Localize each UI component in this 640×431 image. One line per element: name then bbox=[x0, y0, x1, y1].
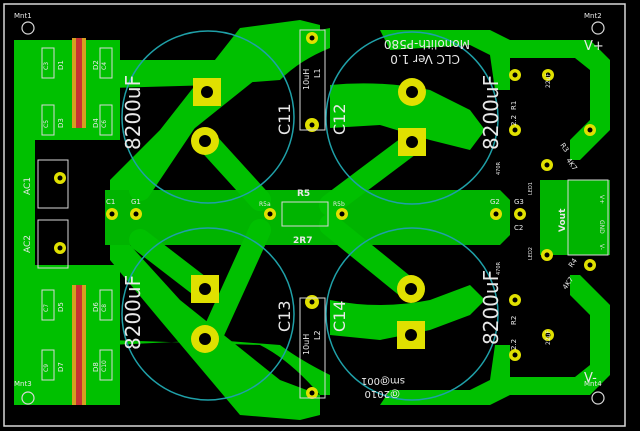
vminus-label: V- bbox=[584, 371, 597, 386]
board-year: @2010 bbox=[365, 388, 400, 399]
cap-pin-numbers: 1 2 2 1 1 2 2 1 bbox=[201, 89, 416, 347]
g2-label: G2 bbox=[490, 198, 500, 206]
board-subtitle: CLC Ver 1.0 bbox=[390, 52, 460, 66]
l1-label: L1 bbox=[313, 68, 322, 78]
c13-pin2: 2 bbox=[201, 336, 208, 347]
r1-label: R1 bbox=[510, 101, 518, 110]
vp-pin-label: V+ bbox=[598, 195, 605, 204]
gnd-pin-label: GND bbox=[598, 220, 605, 234]
d7-label: D7 bbox=[57, 362, 65, 372]
r5b-label: R5b bbox=[333, 201, 345, 208]
c2-label: C2 bbox=[514, 224, 523, 232]
c8-label: C8 bbox=[101, 304, 108, 312]
d8-label: D8 bbox=[92, 362, 100, 372]
c9-label: C9 bbox=[43, 364, 50, 372]
c13-label: C13 bbox=[275, 300, 294, 332]
c12-label: C12 bbox=[330, 103, 349, 135]
d4-label: D4 bbox=[92, 118, 100, 128]
small-pad-holes bbox=[57, 35, 593, 396]
c14-label: C14 bbox=[330, 300, 349, 332]
mnt4-label: Mnt4 bbox=[584, 380, 602, 388]
ac2-label: AC2 bbox=[23, 235, 33, 253]
c14-value: 8200uF bbox=[479, 270, 503, 345]
c11-pin1: 1 bbox=[203, 89, 210, 100]
vout-label: Vout bbox=[558, 208, 568, 232]
mnt3-label: Mnt3 bbox=[14, 380, 32, 388]
r2-label: R2 bbox=[510, 316, 518, 325]
silkscreen-text: Mnt1 Mnt2 Mnt3 Mnt4 V+ V- AC1 AC2 8200uF… bbox=[14, 12, 605, 399]
c6-label: C6 bbox=[101, 120, 108, 128]
capacitor-pads bbox=[191, 78, 426, 353]
g1-label: G1 bbox=[131, 198, 141, 206]
c14-pin1: 1 bbox=[407, 332, 414, 343]
board-author: sm@001 bbox=[361, 375, 405, 386]
r5-label: R5 bbox=[297, 189, 310, 199]
vplus-label: V+ bbox=[584, 39, 604, 54]
capacitor-outlines bbox=[121, 30, 499, 401]
ac1-label: AC1 bbox=[23, 177, 33, 195]
r470-top: 470R bbox=[496, 161, 502, 175]
mnt2-label: Mnt2 bbox=[584, 12, 602, 20]
c7-label: C7 bbox=[43, 304, 50, 312]
c5-label: C5 bbox=[43, 120, 50, 128]
board-title: Monolith-P580 bbox=[384, 37, 470, 51]
r5a-label: R5a bbox=[259, 201, 271, 208]
g3-label: G3 bbox=[514, 198, 524, 206]
r3-label: R3 bbox=[558, 142, 570, 154]
r5-value: 2R7 bbox=[293, 236, 312, 246]
c-small-top-value: 22uF bbox=[545, 73, 552, 88]
d1-label: D1 bbox=[57, 60, 65, 70]
led1-label: LED1 bbox=[528, 182, 534, 195]
l2-value: 10uH bbox=[302, 334, 311, 355]
c14-pin2: 2 bbox=[407, 286, 414, 297]
c12-pin1: 1 bbox=[409, 139, 416, 150]
c11-label: C11 bbox=[275, 103, 294, 135]
r1-value: 2.2 bbox=[510, 115, 518, 126]
c13-value: 8200uF bbox=[121, 275, 145, 350]
mnt1-label: Mnt1 bbox=[14, 12, 32, 20]
c-small-bottom-value: 22uF bbox=[545, 330, 552, 345]
diode-bodies bbox=[72, 38, 86, 405]
silkscreen bbox=[37, 29, 609, 399]
c10-label: C10 bbox=[101, 360, 108, 372]
l1-value: 10uH bbox=[302, 69, 311, 90]
c12-value: 8200uF bbox=[479, 75, 503, 150]
c4-label: C4 bbox=[101, 62, 108, 70]
c11-pin2: 2 bbox=[201, 138, 208, 149]
d6-label: D6 bbox=[92, 302, 100, 312]
led2-label: LED2 bbox=[528, 247, 534, 260]
r2-value: 2.2 bbox=[510, 339, 518, 350]
c13-pin1: 1 bbox=[201, 286, 208, 297]
c11-value: 8200uF bbox=[121, 75, 145, 150]
d3-label: D3 bbox=[57, 118, 65, 128]
mounting-holes bbox=[21, 21, 605, 405]
r470-bottom: 470R bbox=[496, 261, 502, 275]
d5-label: D5 bbox=[57, 302, 65, 312]
c1-label: C1 bbox=[106, 198, 115, 206]
vm-pin-label: V- bbox=[598, 244, 605, 250]
l2-label: L2 bbox=[313, 330, 322, 340]
c3-label: C3 bbox=[43, 62, 50, 70]
c12-pin2: 2 bbox=[409, 89, 416, 100]
d2-label: D2 bbox=[92, 60, 100, 70]
